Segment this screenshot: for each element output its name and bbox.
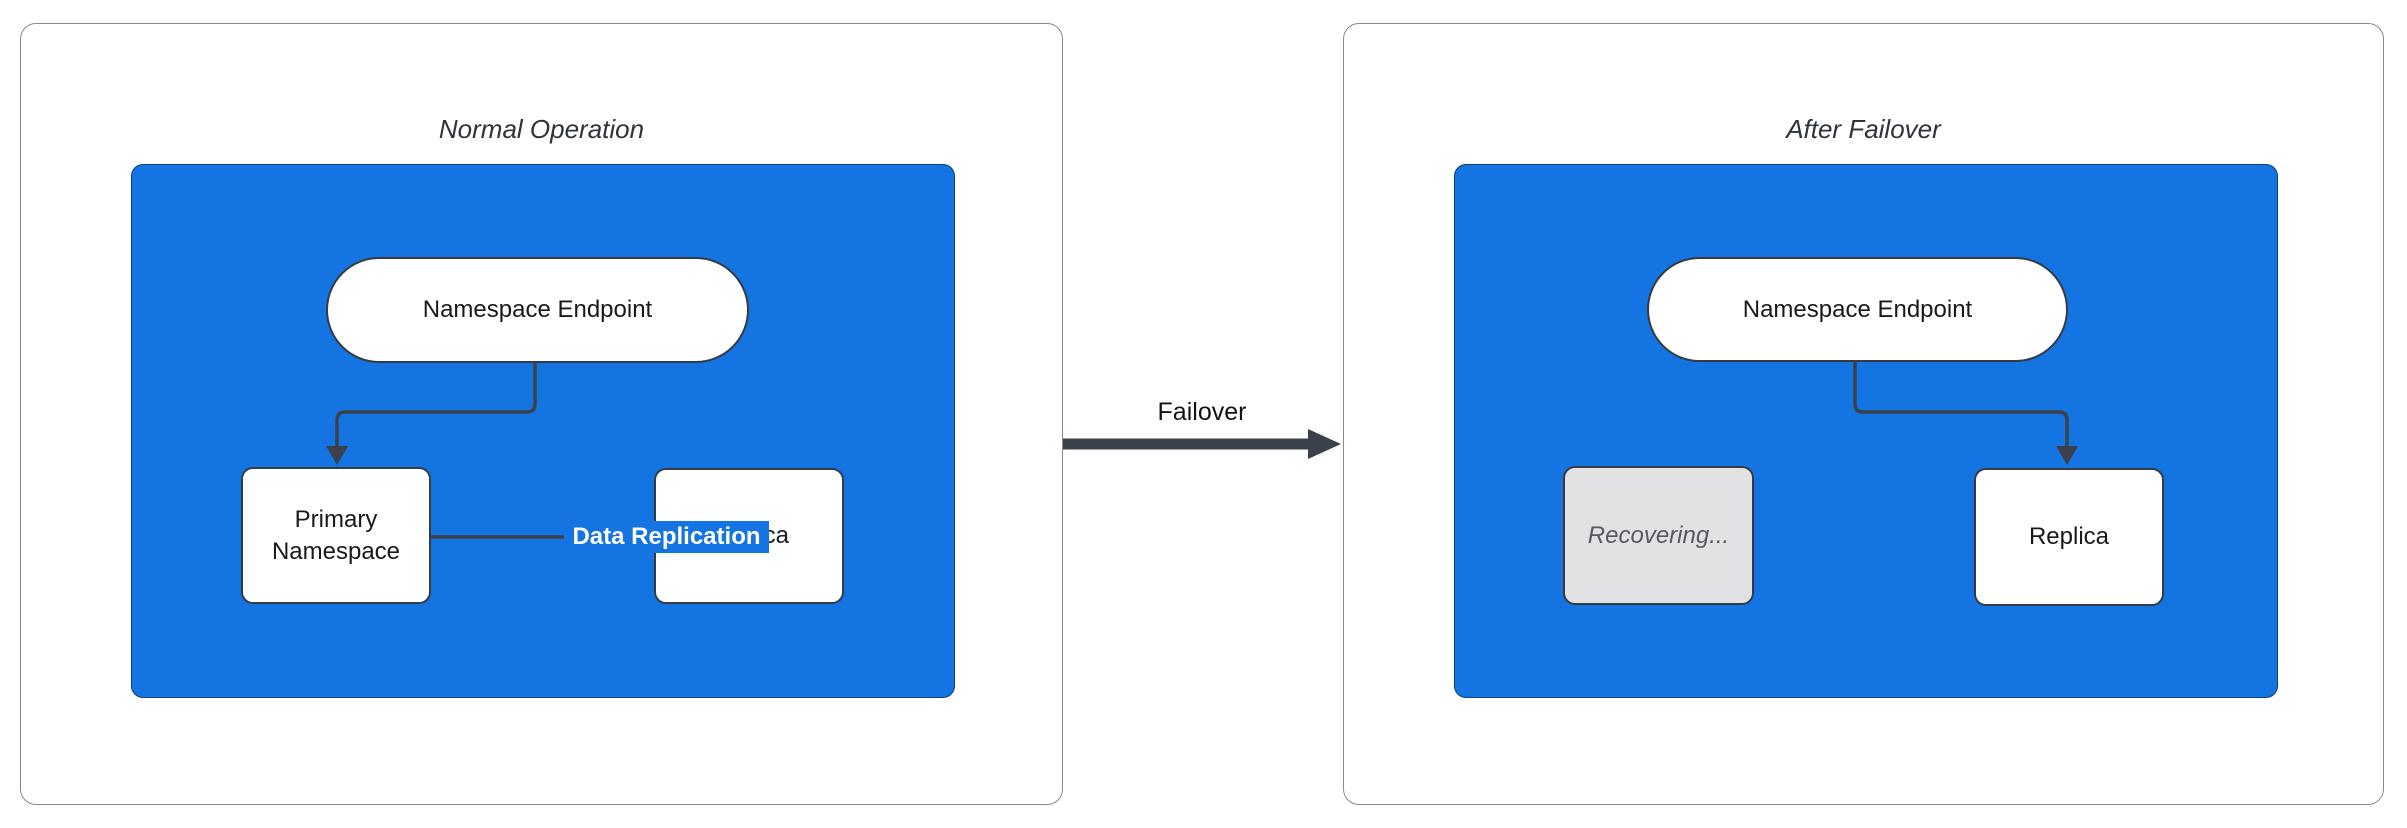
panel-title-normal-operation: Normal Operation bbox=[438, 114, 645, 144]
panel-after-failover: After Failover Namespace Endpoint Recove… bbox=[1343, 23, 2384, 805]
node-label: Namespace Endpoint bbox=[1742, 295, 1973, 323]
failover-label: Failover bbox=[1157, 398, 1247, 426]
failover-arrowhead-icon bbox=[1308, 429, 1341, 459]
namespace-container-normal: Namespace Endpoint Primary Namespace Rep… bbox=[131, 164, 955, 698]
node-namespace-endpoint-left: Namespace Endpoint bbox=[326, 257, 749, 363]
node-recovering: Recovering... bbox=[1563, 466, 1754, 605]
node-label: Replica bbox=[708, 522, 790, 550]
panel-title-after-failover: After Failover bbox=[1786, 114, 1941, 144]
node-namespace-endpoint-right: Namespace Endpoint bbox=[1647, 257, 2068, 362]
namespace-container-failover: Namespace Endpoint Recovering... Replica bbox=[1454, 164, 2278, 698]
panel-normal-operation: Normal Operation Namespace Endpoint Prim… bbox=[20, 23, 1063, 805]
node-primary-namespace: Primary Namespace bbox=[241, 467, 431, 604]
node-replica-right: Replica bbox=[1974, 468, 2164, 606]
node-label: Recovering... bbox=[1587, 521, 1730, 549]
node-label: Namespace Endpoint bbox=[422, 296, 653, 324]
node-replica-left: Replica bbox=[654, 468, 844, 604]
node-label: Replica bbox=[2028, 523, 2110, 551]
node-label: Primary Namespace bbox=[271, 506, 401, 565]
